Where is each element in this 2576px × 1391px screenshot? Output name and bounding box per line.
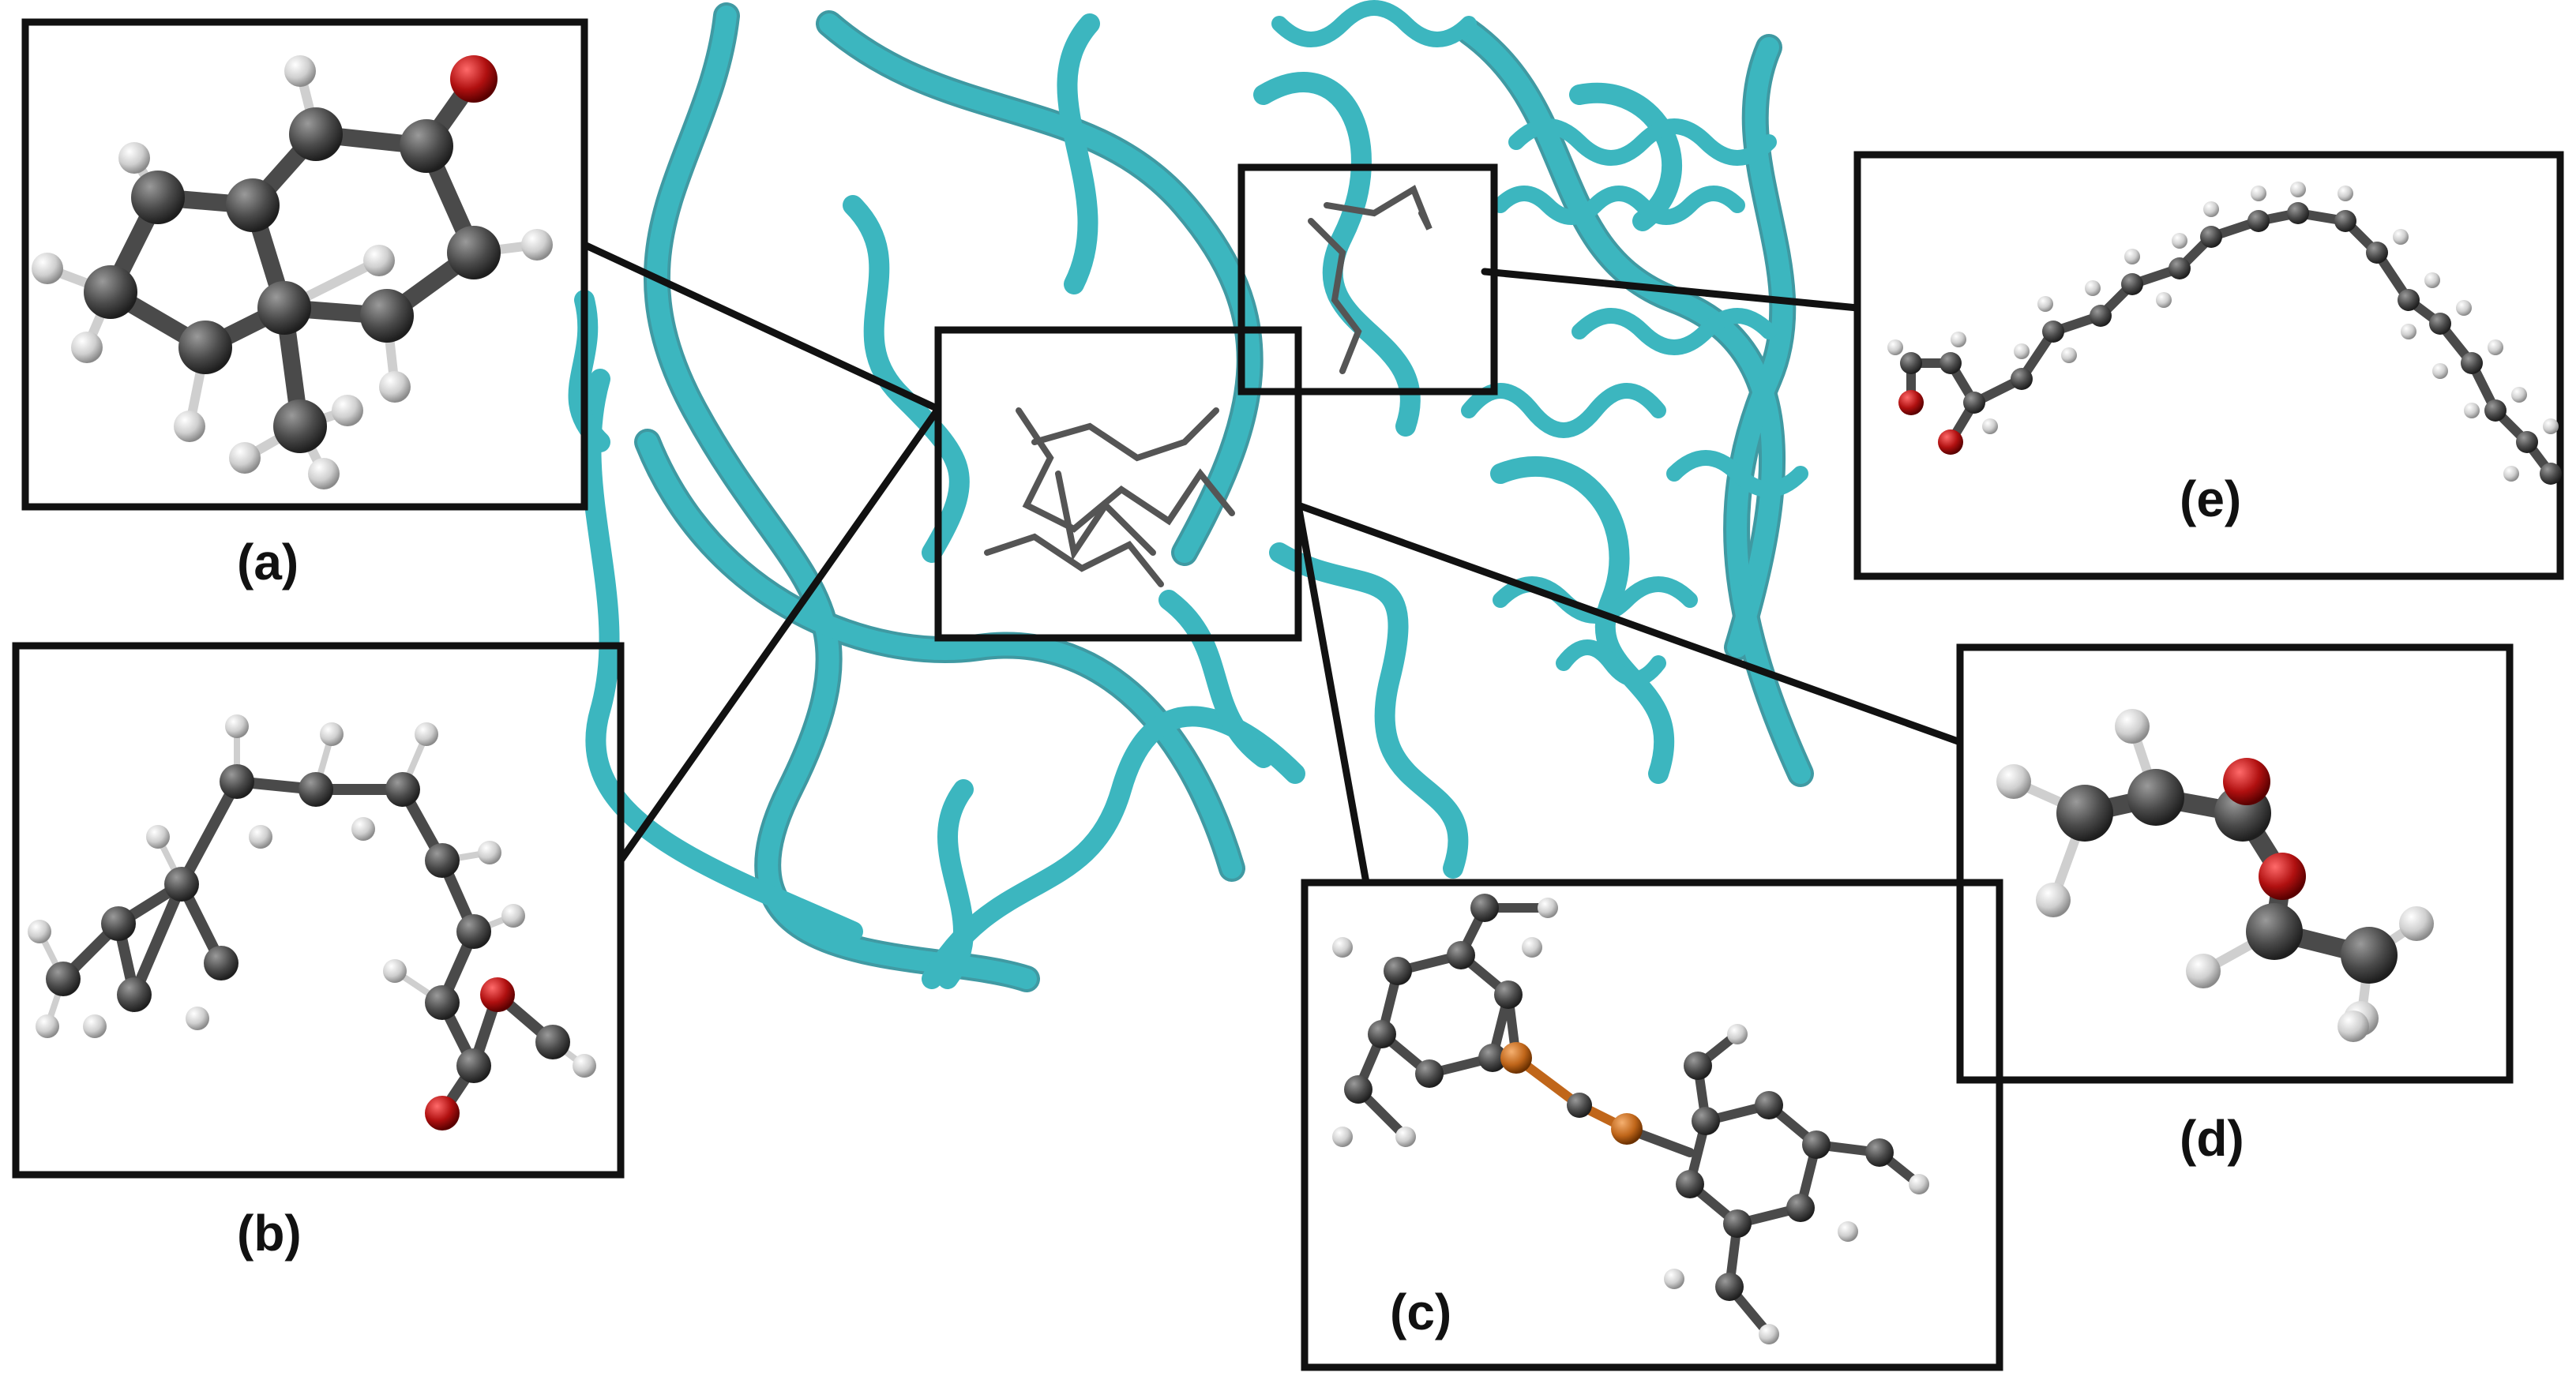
molecule-e: [1887, 182, 2562, 485]
connector-a: [580, 241, 942, 413]
connector-lines: [580, 241, 1964, 887]
panel-label-e: (e): [2180, 471, 2242, 527]
panel-d-frame: [1956, 643, 2514, 1084]
frames: [12, 18, 2564, 1371]
panel-b-frame: [12, 642, 625, 1179]
panel-label-a: (a): [237, 534, 299, 591]
connector-e: [1481, 268, 1861, 312]
molecule-d: [1996, 709, 2434, 1042]
connector-c: [1294, 501, 1370, 887]
panel-c-frame: [1301, 879, 2003, 1371]
panel-e-frame: [1853, 151, 2564, 580]
panel-a-frame: [21, 18, 588, 511]
binding-site-ligands: [984, 185, 1433, 587]
molecule-b: [28, 714, 596, 1130]
binding-site-box-top: [1237, 163, 1498, 396]
panel-label-c: (c): [1390, 1284, 1452, 1340]
molecule-a: [32, 55, 553, 489]
panel-label-d: (d): [2180, 1110, 2244, 1167]
molecule-c: [1332, 894, 1929, 1344]
panel-label-b: (b): [237, 1205, 302, 1262]
connector-d: [1294, 501, 1964, 746]
connector-b: [617, 405, 942, 864]
binding-site-box-main: [934, 326, 1302, 642]
